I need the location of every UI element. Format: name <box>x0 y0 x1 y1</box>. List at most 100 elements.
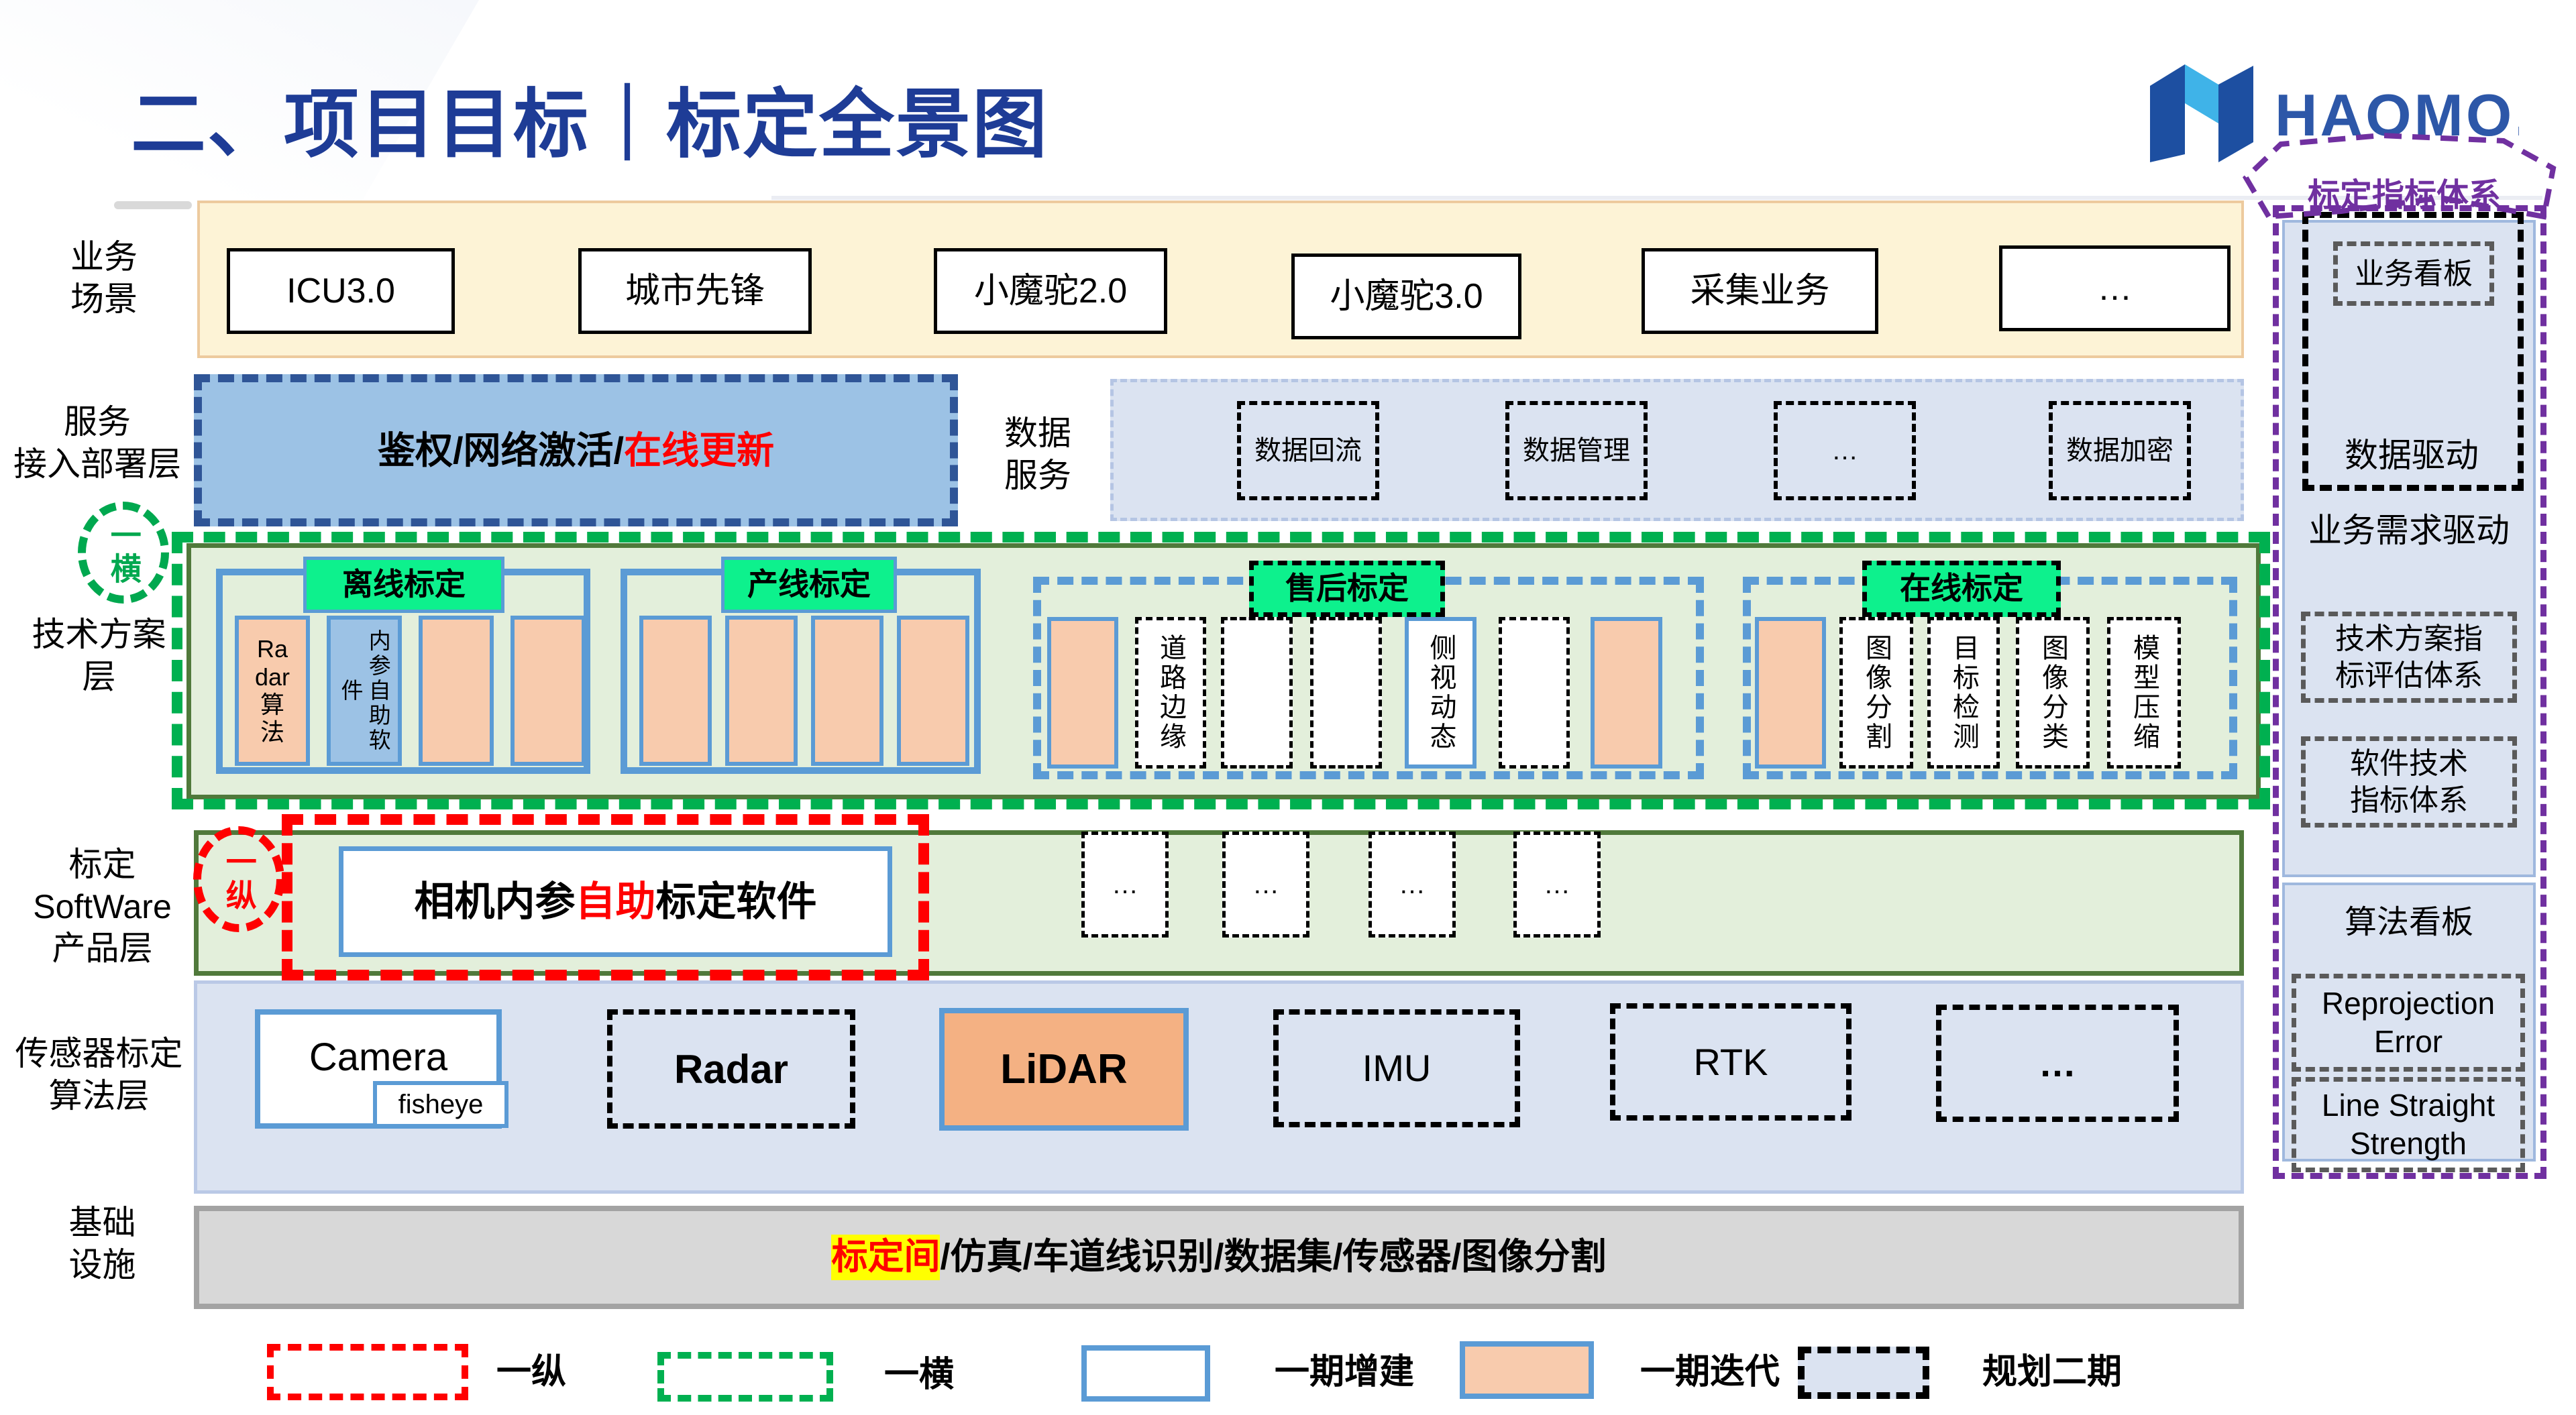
data-item-management: 数据管理 <box>1505 401 1648 500</box>
production-bar-2 <box>725 616 798 766</box>
layer-label-tech: 技术方案层 <box>32 616 166 695</box>
sidebar-top-panel <box>2282 220 2536 877</box>
production-bar-3 <box>811 616 883 766</box>
software-box-pre: 相机内参 <box>414 879 576 924</box>
sidebar-business-board: 业务看板 <box>2333 241 2494 306</box>
software-placeholder-2: … <box>1222 832 1309 938</box>
auth-box: 鉴权/网络激活/在线更新 <box>194 374 958 526</box>
offline-bar-radar-algo: Ra dar 算 法 <box>235 616 310 766</box>
one-horizontal-outline <box>172 532 2270 809</box>
aftersales-tab: 售后标定 <box>1249 561 1445 617</box>
software-box-post: 标定软件 <box>655 879 817 924</box>
online-bar-object-det: 目标检测 <box>1927 617 2000 769</box>
callout-balloon: 标定指标体系 <box>2242 132 2557 220</box>
online-tab: 在线标定 <box>1862 561 2061 617</box>
aftersales-bar-4 <box>1310 617 1382 769</box>
layer-label-sensor: 传感器标定 算法层 <box>15 1035 183 1115</box>
sensor-row <box>194 980 2244 1194</box>
sidebar-algo-board-label: 算法看板 <box>2344 905 2473 940</box>
production-bar-1 <box>639 616 712 766</box>
business-item-collection: 采集业务 <box>1642 248 1878 334</box>
sidebar-need-driven-label: 业务需求驱动 <box>2308 512 2510 549</box>
aftersales-bar-7 <box>1591 617 1662 769</box>
infra-rest: /仿真/车道线识别/数据集/传感器/图像分割 <box>940 1237 1607 1278</box>
layer-label-business: 业务 场景 <box>70 238 138 318</box>
software-box-red: 自助 <box>575 879 656 924</box>
legend-swatch-horizontal <box>657 1352 833 1402</box>
legend-swatch-phase2-plan <box>1798 1347 1929 1399</box>
legend-label-horizontal: 一横 <box>884 1355 955 1394</box>
sensor-more-box: … <box>1936 1005 2179 1122</box>
online-bar-1 <box>1755 617 1826 769</box>
business-item-xiaomotuo3: 小魔驼3.0 <box>1291 253 1521 339</box>
sensor-imu-box: IMU <box>1273 1009 1520 1127</box>
aftersales-bar-6 <box>1499 617 1570 769</box>
layer-label-infra: 基础 设施 <box>68 1204 136 1284</box>
callout-outline <box>2242 132 2557 220</box>
infra-highlight: 标定间 <box>831 1235 941 1280</box>
business-item-xiaomotuo2: 小魔驼2.0 <box>934 248 1167 334</box>
data-item-backflow: 数据回流 <box>1237 401 1379 500</box>
legend-label-phase1-new: 一期增建 <box>1275 1353 1415 1392</box>
sidebar-reprojection-box: Reprojection Error <box>2292 974 2525 1072</box>
layer-label-software: 标定 SoftWare 产品层 <box>33 846 172 967</box>
logo-mark-mid <box>2185 64 2218 123</box>
business-item-icu: ICU3.0 <box>227 248 455 334</box>
page-title: 二、项目目标｜标定全景图 <box>131 82 1049 166</box>
auth-text: 鉴权/网络激活/ <box>377 429 625 471</box>
software-placeholder-1: … <box>1081 832 1169 938</box>
software-placeholder-4: … <box>1513 832 1601 938</box>
aftersales-bar-road-edge: 道路边缘 <box>1135 617 1206 769</box>
offline-tab: 离线标定 <box>303 557 504 613</box>
business-row <box>197 201 2244 358</box>
callout-label: 标定指标体系 <box>2308 178 2501 213</box>
data-item-more: … <box>1774 401 1916 500</box>
sidebar-line-straight-box: Line Straight Strength <box>2292 1077 2525 1172</box>
sidebar-tech-eval-box: 技术方案指 标评估体系 <box>2301 612 2517 703</box>
sensor-radar-box: Radar <box>607 1009 855 1129</box>
auth-text-red: 在线更新 <box>624 429 775 471</box>
data-service-label: 数据 服务 <box>1004 414 1071 494</box>
business-item-city-pioneer: 城市先锋 <box>578 248 812 334</box>
one-horizontal-badge: 一横 <box>78 502 169 604</box>
offline-bar-3 <box>419 616 494 766</box>
data-item-encryption: 数据加密 <box>2049 401 2191 500</box>
business-item-more: … <box>1999 245 2231 331</box>
sidebar-software-metrics-box: 软件技术 指标体系 <box>2301 736 2517 828</box>
online-bar-image-cls: 图像分类 <box>2016 617 2090 769</box>
legend-label-vertical: 一纵 <box>496 1353 567 1392</box>
logo-mark-left <box>2150 64 2185 162</box>
aftersales-bar-1 <box>1047 617 1118 769</box>
sensor-fisheye-box: fisheye <box>373 1081 508 1128</box>
legend-label-phase1-iter: 一期迭代 <box>1640 1353 1780 1392</box>
software-placeholder-3: … <box>1368 832 1456 938</box>
sidebar-outline <box>2273 205 2546 1179</box>
online-bar-model-compress: 模型压缩 <box>2107 617 2181 769</box>
aftersales-bar-3 <box>1221 617 1293 769</box>
camera-intrinsic-software-box: 相机内参自助标定软件 <box>339 846 892 957</box>
decor-pill <box>114 201 192 209</box>
offline-bar-intrinsic-selfserve: 内参自助软件 <box>327 616 402 766</box>
production-tab: 产线标定 <box>721 557 897 613</box>
offline-bar-4 <box>511 616 586 766</box>
infra-row: 标定间/仿真/车道线识别/数据集/传感器/图像分割 <box>194 1206 2244 1309</box>
separator-line <box>771 196 2542 200</box>
sensor-rtk-box: RTK <box>1610 1003 1851 1121</box>
one-vertical-badge: 一纵 <box>193 826 284 932</box>
legend-label-phase2-plan: 规划二期 <box>1982 1353 2123 1392</box>
legend-swatch-phase1-new <box>1081 1345 1210 1402</box>
logo-mark-right <box>2218 66 2253 162</box>
layer-label-service: 服务 接入部署层 <box>13 403 181 483</box>
haomo-logo: HAOMO.AI <box>2150 64 2519 162</box>
sidebar-bottom-panel <box>2282 883 2536 1162</box>
production-bar-4 <box>897 616 969 766</box>
sidebar-data-driven-box <box>2302 212 2524 491</box>
aftersales-bar-side-view: 侧视动态 <box>1405 617 1477 769</box>
online-bar-image-seg: 图像分割 <box>1839 617 1913 769</box>
sensor-lidar-box: LiDAR <box>939 1008 1189 1131</box>
legend-swatch-vertical <box>267 1344 468 1400</box>
aftersales-group <box>1033 577 1704 779</box>
one-vertical-outline <box>282 814 929 980</box>
legend-swatch-phase1-iter <box>1460 1341 1594 1399</box>
